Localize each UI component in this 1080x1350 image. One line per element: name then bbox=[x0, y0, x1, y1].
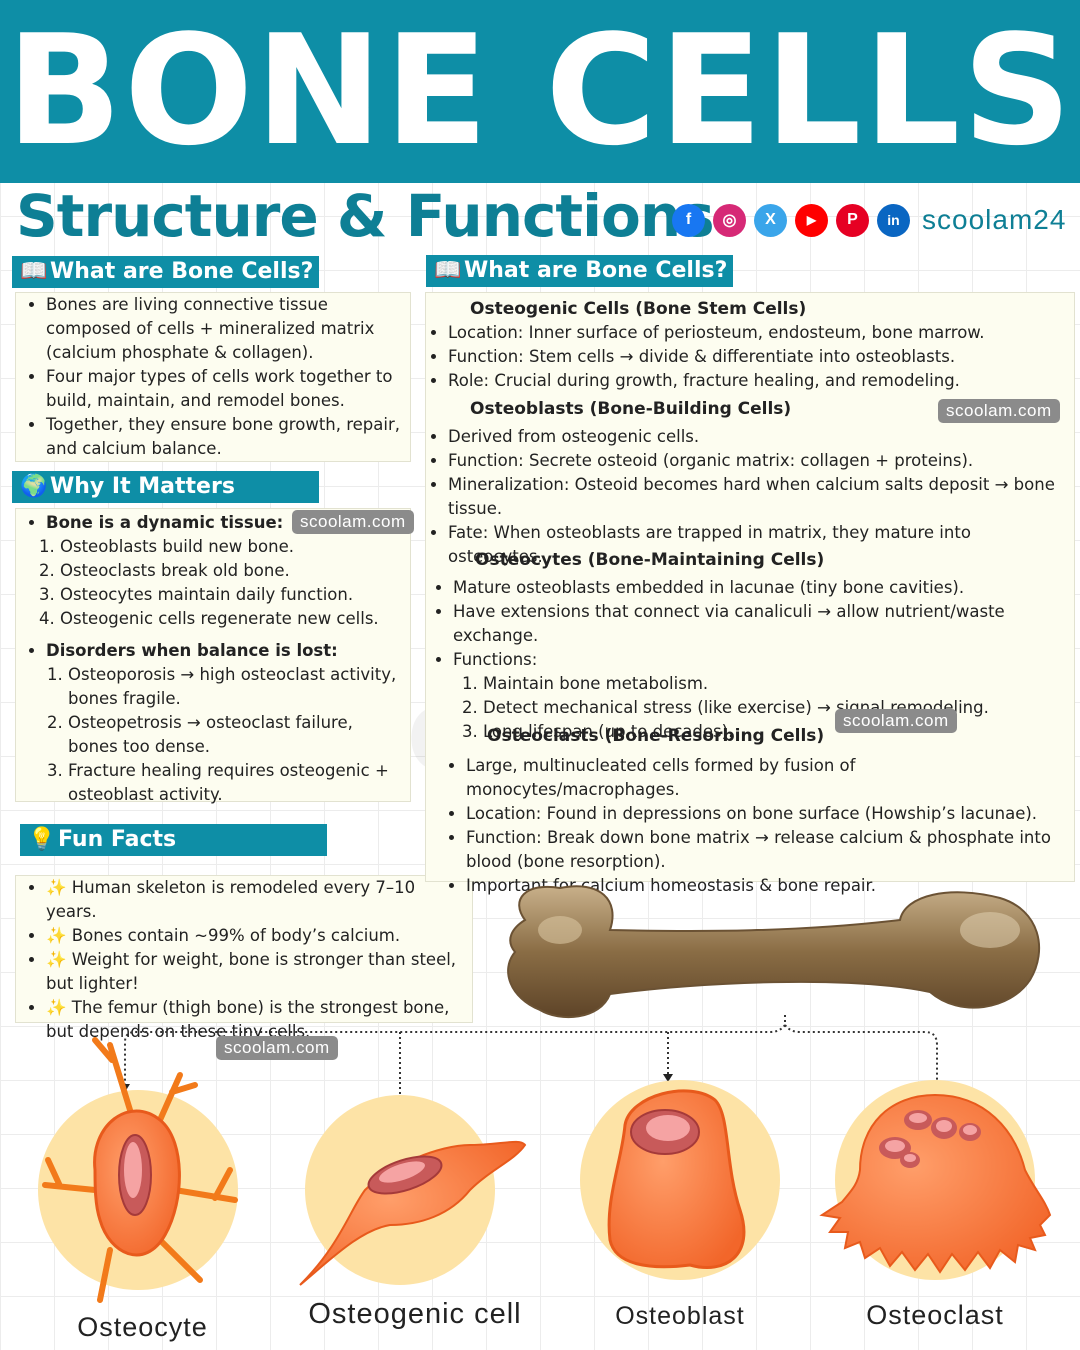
section-title: Why It Matters bbox=[50, 474, 235, 499]
section-header-what-right: 📖What are Bone Cells? bbox=[426, 255, 733, 287]
list-item: Osteoporosis → high osteoclast activity,… bbox=[68, 663, 404, 711]
book-icon: 📖 bbox=[20, 259, 48, 284]
osteoblasts-title: Osteoblasts (Bone-Building Cells) bbox=[470, 399, 792, 419]
connector-lines bbox=[124, 1015, 938, 1100]
list-item: Function: Stem cells → divide & differen… bbox=[448, 345, 1068, 369]
arrowheads bbox=[120, 1074, 942, 1107]
osteogenic-title: Osteogenic Cells (Bone Stem Cells) bbox=[470, 299, 807, 319]
list-item: Maintain bone metabolism. bbox=[483, 672, 1075, 696]
list-item: Osteoblasts build new bone. bbox=[60, 535, 404, 559]
bone-cells-illustration bbox=[38, 885, 1052, 1303]
watermark-tag: scoolam.com bbox=[216, 1036, 338, 1060]
section-title: Fun Facts bbox=[58, 827, 177, 852]
what-box-left: Bones are living connective tissue compo… bbox=[15, 292, 411, 462]
list-item: Long lifespan (up to decades). bbox=[483, 720, 1075, 744]
watermark-tag: scoolam.com bbox=[835, 709, 957, 733]
list-item: Function: Break down bone matrix → relea… bbox=[466, 826, 1072, 874]
watermark-tag: scoolam.com bbox=[938, 399, 1060, 423]
page-subtitle: Structure & Functions bbox=[16, 182, 715, 250]
book-icon: 📖 bbox=[434, 258, 462, 283]
list-item: ✨ Human skeleton is remodeled every 7–10… bbox=[46, 876, 464, 924]
list-item: Mature osteoblasts embedded in lacunae (… bbox=[453, 576, 1075, 600]
list-item: Osteoclasts break old bone. bbox=[60, 559, 404, 583]
section-title: What are Bone Cells? bbox=[464, 258, 728, 283]
osteoclast-illustration bbox=[819, 1080, 1052, 1280]
osteoblast-label: Osteoblast bbox=[615, 1302, 745, 1330]
list-item: Fracture healing requires osteogenic + o… bbox=[68, 759, 404, 807]
youtube-icon[interactable]: ▶ bbox=[795, 203, 828, 237]
list-item: Function: Secrete osteoid (organic matri… bbox=[448, 449, 1058, 473]
list-item: ✨ Bones contain ~99% of body’s calcium. bbox=[46, 924, 464, 948]
list-item: ✨ Weight for weight, bone is stronger th… bbox=[46, 948, 464, 996]
osteocyte-illustration bbox=[38, 1037, 238, 1303]
x-icon[interactable]: X bbox=[754, 203, 787, 237]
osteoclast-label: Osteoclast bbox=[866, 1300, 1004, 1330]
list-item: Fate: When osteoblasts are trapped in ma… bbox=[448, 521, 1058, 569]
watermark-tag: scoolam.com bbox=[292, 510, 414, 534]
osteoclasts-title: Osteoclasts (Bone-Resorbing Cells) bbox=[487, 726, 825, 746]
section-header-fun: 💡Fun Facts bbox=[20, 824, 327, 856]
what-box-right: Osteogenic Cells (Bone Stem Cells) Locat… bbox=[425, 292, 1075, 895]
list-item: Large, multinucleated cells formed by fu… bbox=[466, 754, 1072, 802]
globe-icon: 🌍 bbox=[20, 474, 48, 499]
section-title: What are Bone Cells? bbox=[50, 259, 314, 284]
disorders-title: Disorders when balance is lost: bbox=[46, 641, 338, 660]
osteocyte-label: Osteocyte bbox=[77, 1312, 208, 1342]
linkedin-icon[interactable]: in bbox=[877, 203, 910, 237]
list-item: Role: Crucial during growth, fracture he… bbox=[448, 369, 1068, 393]
osteogenic-cell-label: Osteogenic cell bbox=[308, 1298, 522, 1330]
why-box: Bone is a dynamic tissue: Osteoblasts bu… bbox=[15, 508, 411, 804]
osteocytes-title: Osteocytes (Bone-Maintaining Cells) bbox=[475, 550, 825, 570]
list-item: Mineralization: Osteoid becomes hard whe… bbox=[448, 473, 1058, 521]
instagram-icon[interactable]: ◎ bbox=[713, 203, 746, 237]
list-item: Have extensions that connect via canalic… bbox=[453, 600, 1075, 648]
osteoblast-illustration bbox=[580, 1080, 780, 1280]
social-handle[interactable]: scoolam24 bbox=[922, 204, 1067, 235]
dynamic-title: Bone is a dynamic tissue: bbox=[46, 513, 284, 532]
list-item: Location: Inner surface of periosteum, e… bbox=[448, 321, 1068, 345]
list-item: Bones are living connective tissue compo… bbox=[46, 293, 404, 365]
section-header-why: 🌍Why It Matters bbox=[12, 471, 319, 503]
functions-label: Functions: bbox=[453, 650, 538, 669]
list-item: Detect mechanical stress (like exercise)… bbox=[483, 696, 1075, 720]
fun-box: ✨ Human skeleton is remodeled every 7–10… bbox=[15, 875, 473, 1041]
list-item: Derived from osteogenic cells. bbox=[448, 425, 1058, 449]
lightbulb-icon: 💡 bbox=[28, 827, 56, 852]
facebook-icon[interactable]: f bbox=[672, 203, 705, 237]
social-links: f ◎ X ▶ P in scoolam24 bbox=[672, 200, 1066, 240]
list-item: Osteocytes maintain daily function. bbox=[60, 583, 404, 607]
list-item: Location: Found in depressions on bone s… bbox=[466, 802, 1072, 826]
pinterest-icon[interactable]: P bbox=[836, 203, 869, 237]
page-title: BONE CELLS bbox=[6, 2, 1074, 179]
femur-bone-image bbox=[507, 885, 1041, 1019]
list-item: Four major types of cells work together … bbox=[46, 365, 404, 413]
section-header-what-left: 📖What are Bone Cells? bbox=[12, 256, 319, 288]
header-banner: BONE CELLS bbox=[0, 0, 1080, 183]
list-item: Together, they ensure bone growth, repai… bbox=[46, 413, 404, 461]
list-item: Osteopetrosis → osteoclast failure, bone… bbox=[68, 711, 404, 759]
list-item: Osteogenic cells regenerate new cells. bbox=[60, 607, 404, 631]
osteogenic-cell-illustration bbox=[299, 1095, 527, 1286]
